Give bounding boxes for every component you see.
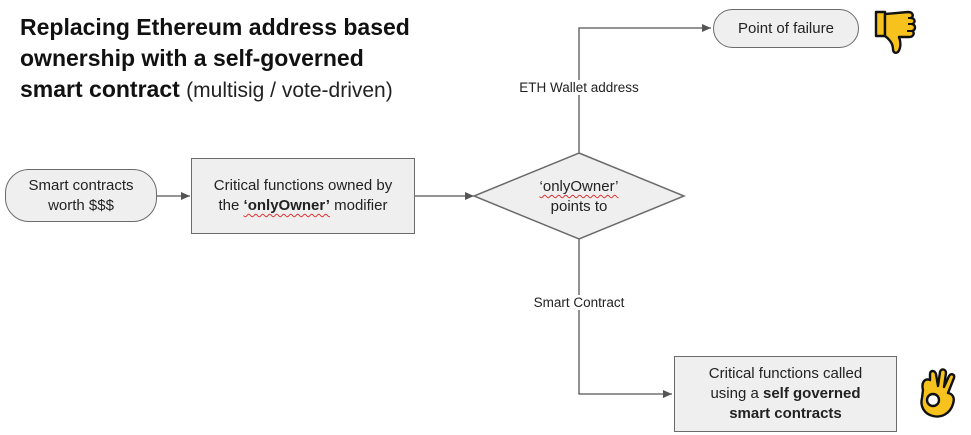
good-node-line-3: smart contracts	[709, 404, 862, 424]
critical-node-line-2: the ‘onlyOwner’ modifier	[214, 196, 392, 216]
good-node-line-2: using a self governed	[709, 384, 862, 404]
good-node-bold-1: self governed	[763, 385, 861, 402]
self-governed-node: Critical functions called using a self g…	[674, 356, 897, 432]
decision-label: ‘onlyOwner’ points to	[514, 177, 644, 217]
thumbs-down-icon	[874, 10, 917, 54]
title-line-2: ownership with a self-governed	[20, 45, 364, 71]
critical-node-line-1: Critical functions owned by	[213, 177, 393, 194]
decision-line-1: ‘onlyOwner’	[539, 178, 619, 195]
critical-node-post: modifier	[329, 197, 388, 214]
start-node: Smart contracts worth $$$	[5, 169, 157, 222]
failure-label: Point of failure	[738, 19, 834, 37]
decision-diamond	[472, 152, 686, 240]
title-line-3-bold: smart contract	[20, 76, 180, 102]
start-node-line-1: Smart contracts	[28, 176, 134, 194]
good-node-bold-2: smart contracts	[729, 405, 842, 422]
critical-node-pre: the	[218, 197, 244, 214]
decision-line-2: points to	[550, 198, 608, 215]
ok-hand-icon	[920, 368, 956, 418]
arrow-decision-to-failure	[578, 24, 711, 153]
start-node-line-2: worth $$$	[48, 196, 114, 214]
arrow-decision-to-good	[578, 239, 672, 398]
title-subtitle: (multisig / vote-driven)	[186, 79, 393, 102]
good-node-line-1: Critical functions called	[708, 365, 863, 382]
good-node-pre: using a	[710, 385, 763, 402]
edge-label-smart-contract: Smart Contract	[525, 295, 633, 310]
title-line-1: Replacing Ethereum address based	[20, 14, 410, 40]
diagram-title: Replacing Ethereum address based ownersh…	[20, 12, 490, 106]
critical-functions-node: Critical functions owned by the ‘onlyOwn…	[191, 158, 415, 234]
title-line-3: smart contract (multisig / vote-driven)	[20, 74, 490, 106]
point-of-failure-node: Point of failure	[713, 9, 859, 48]
critical-node-bold: ‘onlyOwner’	[243, 197, 330, 214]
edge-label-eth-wallet: ETH Wallet address	[512, 80, 646, 95]
